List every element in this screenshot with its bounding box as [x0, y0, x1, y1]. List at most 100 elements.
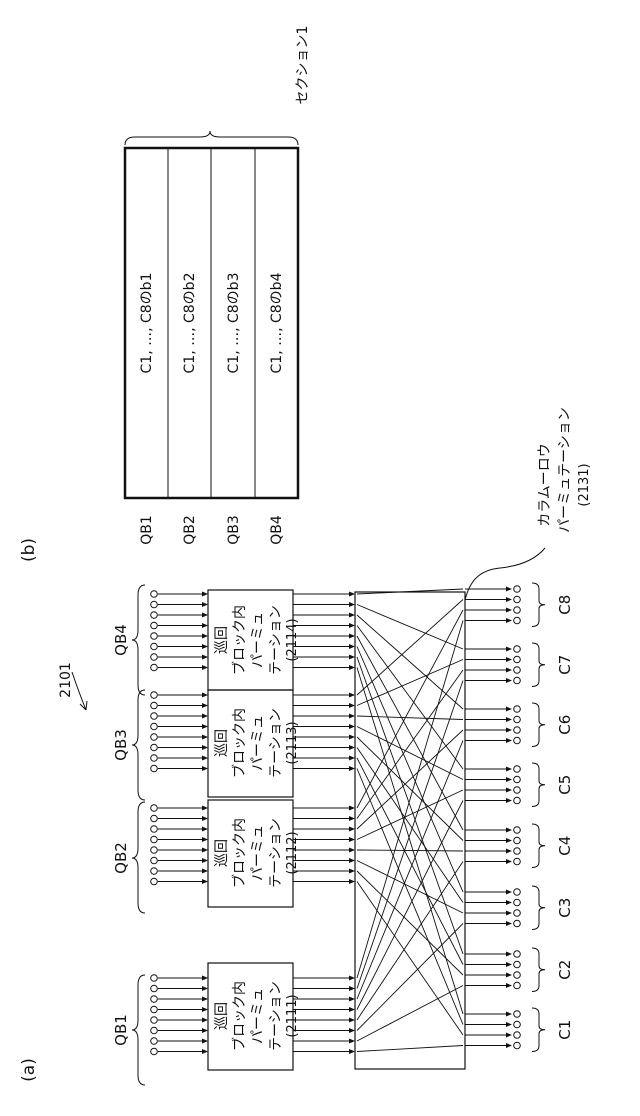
- arrow-head: [202, 976, 208, 981]
- arrow-head: [349, 634, 355, 639]
- row-label: QB2: [182, 515, 198, 545]
- svg-text:(2111): (2111): [285, 994, 300, 1037]
- input-bit-circle: [151, 622, 158, 629]
- output-bit-circle: [514, 972, 521, 979]
- arrow-head: [202, 997, 208, 1002]
- arrow-head: [506, 1012, 512, 1017]
- arrow-head: [202, 816, 208, 821]
- panel-b: セクション1 C1, …, C8のb1 C1, …, C8のb2 C1, …, …: [125, 26, 311, 545]
- input-bit-circle: [151, 836, 158, 843]
- output-label: C5: [556, 775, 574, 795]
- column-row-permutation-block: [355, 592, 465, 1069]
- svg-text:(2112): (2112): [285, 831, 300, 874]
- svg-text:パーミュ: パーミュ: [250, 988, 266, 1044]
- arrow-head: [349, 1049, 355, 1054]
- input-bit-circle: [151, 692, 158, 699]
- arrow-head: [202, 1049, 208, 1054]
- arrow-head: [506, 738, 512, 743]
- row-label: QB4: [269, 515, 285, 545]
- output-bit-circle: [514, 797, 521, 804]
- input-bit-circle: [151, 996, 158, 1003]
- arrow-head: [506, 587, 512, 592]
- output-label: C2: [556, 960, 574, 980]
- arrow-head: [506, 973, 512, 978]
- arrow-head: [349, 766, 355, 771]
- permutation-label-line2: パーミュテーション: [557, 407, 573, 533]
- arrow-head: [349, 1007, 355, 1012]
- input-bit-circle: [151, 723, 158, 730]
- arrow-head: [349, 592, 355, 597]
- arrow-head: [349, 1039, 355, 1044]
- output-brace: [532, 824, 545, 868]
- table-cell: C1, …, C8のb3: [226, 273, 242, 374]
- table-cell: C1, …, C8のb1: [139, 273, 155, 374]
- input-bits: [151, 591, 208, 1055]
- permutation-wire: [357, 862, 463, 1021]
- arrow-head: [506, 900, 512, 905]
- arrow-head: [349, 693, 355, 698]
- figure-ref-number: 2101: [58, 662, 74, 698]
- arrow-head: [349, 827, 355, 832]
- input-bit-circle: [151, 847, 158, 854]
- arrow-head: [506, 798, 512, 803]
- arrow-head: [202, 613, 208, 618]
- svg-text:(2114): (2114): [285, 618, 300, 661]
- output-bit-circle: [514, 858, 521, 865]
- table-cell: C1, …, C8のb4: [269, 272, 285, 373]
- input-bit-circle: [151, 601, 158, 608]
- arrow-head: [506, 728, 512, 733]
- cyclic-permutation-box: 巡回 ブロック内 パーミュ テーション (2113): [208, 690, 300, 797]
- input-bit-circle: [151, 1006, 158, 1013]
- section-label: セクション1: [295, 26, 311, 105]
- input-bit-circle: [151, 1038, 158, 1045]
- output-bit-circle: [514, 727, 521, 734]
- output-brace: [532, 643, 545, 687]
- arrow-head: [506, 597, 512, 602]
- arrow-head: [349, 1018, 355, 1023]
- arrow-head: [349, 644, 355, 649]
- arrow-head: [506, 849, 512, 854]
- input-bit-circle: [151, 1048, 158, 1055]
- input-bit-circle: [151, 734, 158, 741]
- arrow-head: [202, 1039, 208, 1044]
- svg-text:テーション: テーション: [268, 605, 284, 675]
- permutation-wire: [357, 657, 463, 954]
- permutation-wire: [357, 769, 463, 1025]
- output-bit-circle: [514, 586, 521, 593]
- arrow-head: [202, 869, 208, 874]
- permutation-leader-line: [465, 548, 545, 600]
- output-bit-circle: [514, 848, 521, 855]
- output-brace: [532, 1008, 545, 1052]
- permutation-wiring: [357, 589, 463, 1052]
- input-bit-circle: [151, 1017, 158, 1024]
- output-brace: [532, 703, 545, 747]
- input-bit-circle: [151, 826, 158, 833]
- group-label: QB2: [112, 802, 145, 913]
- output-bit-circle: [514, 656, 521, 663]
- arrow-head: [349, 724, 355, 729]
- arrow-head: [506, 952, 512, 957]
- output-bit-circle: [514, 716, 521, 723]
- svg-text:テーション: テーション: [268, 708, 284, 778]
- output-bit-circle: [514, 617, 521, 624]
- input-bit-circle: [151, 702, 158, 709]
- arrow-head: [506, 911, 512, 916]
- arrow-head: [202, 623, 208, 628]
- permutation-label-line1: カラムーロウ: [537, 443, 553, 527]
- output-label: C6: [556, 715, 574, 735]
- arrow-head: [202, 848, 208, 853]
- arrow-head: [349, 976, 355, 981]
- arrow-head: [202, 644, 208, 649]
- input-bit-circle: [151, 654, 158, 661]
- arrow-head: [202, 703, 208, 708]
- arrow-head: [202, 1028, 208, 1033]
- output-bit-circle: [514, 920, 521, 927]
- panel-b-label: (b): [19, 538, 39, 562]
- arrow-head: [506, 657, 512, 662]
- arrow-head: [506, 788, 512, 793]
- input-bit-circle: [151, 591, 158, 598]
- input-bit-circle: [151, 1027, 158, 1034]
- arrow-head: [349, 602, 355, 607]
- input-bit-circle: [151, 765, 158, 772]
- group-label: QB3: [112, 690, 145, 800]
